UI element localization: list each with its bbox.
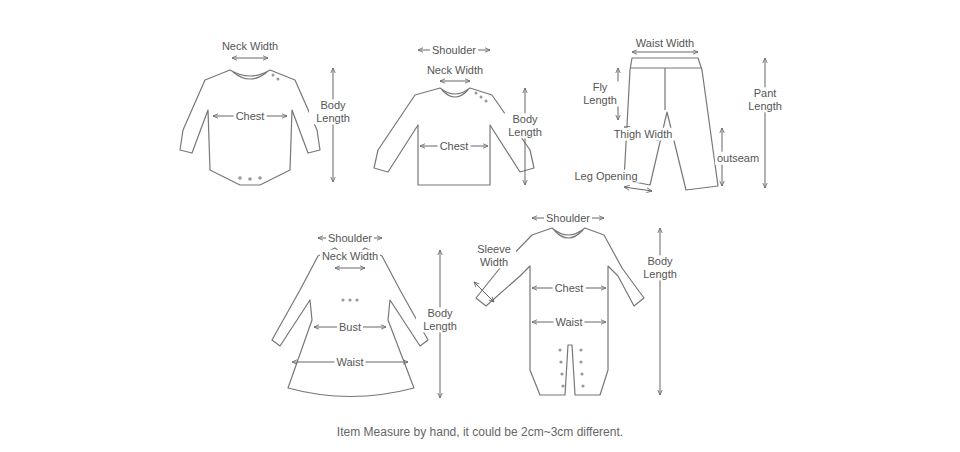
measure-label: Waist <box>334 356 365 369</box>
measure-label: Shoulder <box>430 44 478 57</box>
measure-label: Body Length <box>636 255 684 280</box>
measure-label: Waist Width <box>634 37 696 50</box>
collar <box>233 72 267 79</box>
measure-label: Body Length <box>501 113 549 138</box>
measure-label: Body Length <box>309 99 357 124</box>
measure-label: Waist <box>553 316 584 329</box>
measure-label: Neck Width <box>320 250 380 263</box>
measure-label: Chest <box>234 110 267 123</box>
measure-label: Fly Length <box>580 81 620 106</box>
measure-label: Thigh Width <box>612 128 675 141</box>
dimension-arrows <box>213 50 765 398</box>
bodysuit-outline <box>180 70 320 185</box>
measure-label: Chest <box>553 282 586 295</box>
measure-label: Chest <box>438 140 471 153</box>
measure-label: Leg Opening <box>573 170 640 183</box>
measure-label: Neck Width <box>220 40 280 53</box>
waistband <box>630 68 701 110</box>
measure-label: Neck Width <box>425 64 485 77</box>
snaps <box>558 348 584 387</box>
collar <box>554 230 583 238</box>
measure-label: Bust <box>337 321 363 334</box>
measure-label: Body Length <box>416 307 464 332</box>
buttons <box>475 92 488 103</box>
dress-outline <box>272 248 428 397</box>
caption: Item Measure by hand, it could be 2cm~3c… <box>0 425 960 439</box>
buttons <box>341 298 358 301</box>
measure-label: Shoulder <box>326 232 374 245</box>
snaps <box>238 74 279 181</box>
measure-label: Pant Length <box>740 87 790 112</box>
measure-label: Shoulder <box>544 212 592 225</box>
measure-label: Sleeve Width <box>472 243 516 268</box>
measure-label: outseam <box>715 152 761 165</box>
collar <box>442 90 468 97</box>
